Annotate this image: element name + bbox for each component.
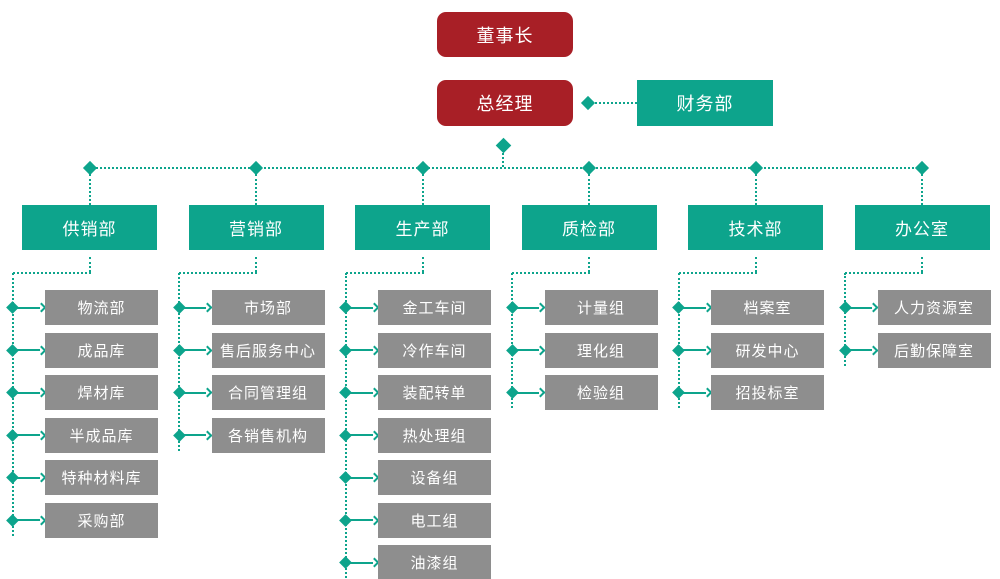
sub-dept-node: 售后服务中心 [211, 332, 325, 368]
sub-dept-node: 物流部 [45, 290, 158, 325]
sub-dept-node: 电工组 [378, 502, 491, 538]
dept-node: 供销部 [22, 205, 157, 250]
child-arrow-line [183, 391, 206, 394]
connector-group-spine [178, 273, 180, 451]
sub-dept-node: 采购部 [45, 502, 158, 538]
sub-dept-node: 人力资源室 [877, 290, 991, 325]
connector-elbow-stub [421, 257, 424, 272]
sub-dept-node: 招投标室 [711, 375, 824, 410]
sub-dept-node: 后勤保障室 [877, 332, 991, 368]
sub-dept-node: 计量组 [544, 290, 658, 325]
child-arrow-line [183, 434, 206, 436]
connector-branch-vertical [588, 174, 590, 205]
sub-dept-node: 检验组 [544, 375, 658, 410]
child-arrow-line [16, 434, 40, 436]
child-arrow-line [183, 349, 206, 351]
child-arrow-line [16, 519, 40, 521]
branch-diamond-marker [914, 160, 930, 176]
sub-dept-node: 档案室 [711, 290, 824, 325]
dept-node: 质检部 [521, 205, 657, 250]
connector-branch-vertical [255, 174, 257, 205]
connector-elbow-stub [88, 257, 91, 272]
connector-branch-vertical [88, 174, 91, 205]
child-arrow-line [516, 349, 539, 351]
sub-dept-node: 油漆组 [378, 545, 491, 579]
child-arrow-line [682, 391, 706, 394]
finance-connector-diamond-marker [580, 95, 596, 111]
connector-elbow-stub [921, 257, 923, 272]
child-arrow-line [849, 349, 872, 351]
dept-node: 办公室 [854, 205, 990, 250]
connector-elbow-horizontal [845, 272, 923, 274]
connector-group-spine [11, 273, 14, 536]
child-arrow-line [349, 391, 373, 394]
sub-dept-node: 半成品库 [45, 417, 158, 453]
connector-finance-horizontal [595, 102, 637, 104]
branch-diamond-marker [581, 160, 597, 176]
sub-dept-node: 成品库 [45, 332, 158, 368]
child-arrow-line [349, 349, 373, 351]
child-arrow-line [349, 476, 373, 479]
connector-branch-vertical [754, 174, 757, 205]
sub-dept-node: 研发中心 [711, 332, 824, 368]
sub-dept-node: 金工车间 [378, 290, 491, 325]
sub-dept-node: 市场部 [211, 290, 325, 325]
sub-dept-node: 各销售机构 [211, 417, 325, 453]
connector-branch-vertical [421, 174, 424, 205]
connector-elbow-horizontal [345, 272, 424, 274]
child-arrow-line [349, 434, 373, 436]
sub-dept-node: 装配转单 [378, 375, 491, 410]
dept-node: 营销部 [188, 205, 324, 250]
child-arrow-line [849, 306, 872, 309]
connector-elbow-horizontal [678, 272, 757, 274]
child-arrow-line [349, 519, 373, 521]
child-arrow-line [16, 306, 40, 309]
sub-dept-node: 冷作车间 [378, 332, 491, 368]
branch-diamond-marker [248, 160, 264, 176]
child-arrow-line [516, 306, 539, 309]
connector-elbow-stub [255, 257, 257, 272]
connector-group-spine [511, 273, 513, 408]
branch-diamond-marker [748, 160, 763, 176]
dept-node: 技术部 [688, 205, 823, 250]
sub-dept-node: 设备组 [378, 460, 491, 495]
branch-diamond-marker [82, 160, 97, 176]
connector-elbow-stub [754, 257, 757, 272]
connector-main-horizontal [89, 167, 922, 169]
connector-elbow-horizontal [512, 272, 590, 274]
trunk-diamond-marker [495, 137, 512, 154]
connector-elbow-stub [588, 257, 590, 272]
child-arrow-line [16, 349, 40, 351]
branch-diamond-marker [415, 160, 430, 176]
general-manager-node: 总经理 [437, 80, 573, 126]
child-arrow-line [516, 391, 539, 394]
connector-branch-vertical [921, 174, 923, 205]
child-arrow-line [16, 391, 40, 394]
dept-node: 生产部 [355, 205, 490, 250]
chairman-node: 董事长 [437, 12, 573, 57]
child-arrow-line [682, 306, 706, 309]
sub-dept-node: 合同管理组 [211, 375, 325, 410]
connector-group-spine [844, 273, 846, 366]
child-arrow-line [16, 476, 40, 479]
child-arrow-line [183, 306, 206, 309]
connector-trunk-vertical [502, 153, 504, 167]
connector-elbow-horizontal [12, 272, 91, 274]
sub-dept-node: 焊材库 [45, 375, 158, 410]
finance-dept-node: 财务部 [637, 80, 773, 126]
connector-group-spine [677, 273, 680, 408]
child-arrow-line [349, 306, 373, 309]
child-arrow-line [349, 561, 373, 564]
sub-dept-node: 特种材料库 [45, 460, 158, 495]
sub-dept-node: 理化组 [544, 332, 658, 368]
sub-dept-node: 热处理组 [378, 417, 491, 453]
connector-elbow-horizontal [179, 272, 257, 274]
connector-group-spine [344, 273, 347, 578]
child-arrow-line [682, 349, 706, 351]
